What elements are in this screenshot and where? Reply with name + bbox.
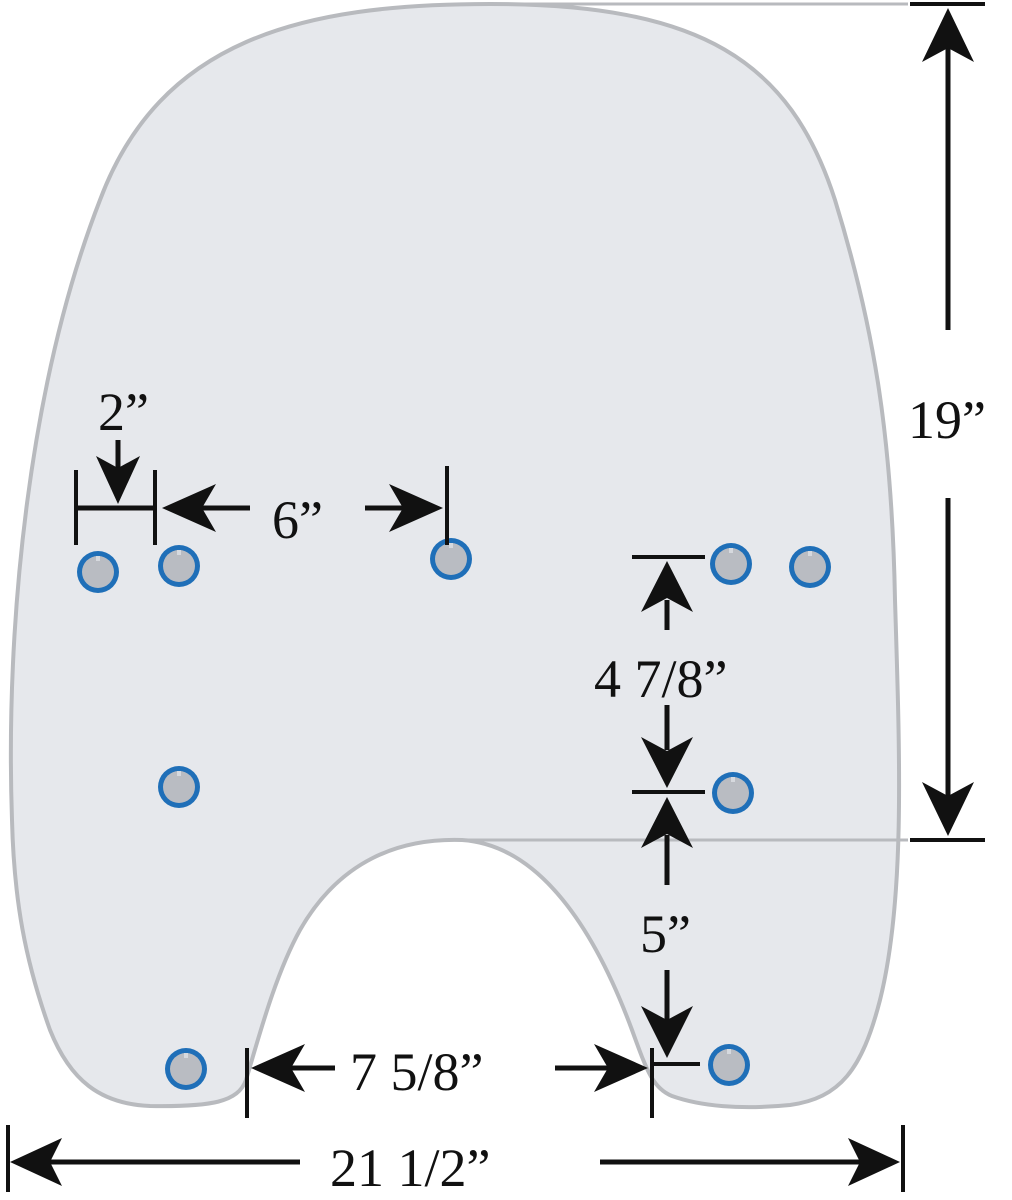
mounting-hole bbox=[708, 1044, 750, 1086]
notch-height-dimension: 5” bbox=[640, 797, 693, 1058]
right-hole-vertical-dimension: 4 7/8” bbox=[594, 555, 727, 794]
top-hole-offset-dimension: 2” bbox=[74, 382, 157, 545]
arrow-up-icon bbox=[641, 561, 693, 612]
mounting-hole bbox=[712, 772, 754, 814]
notch-width-label: 7 5/8” bbox=[350, 1042, 483, 1102]
mounting-hole bbox=[789, 546, 831, 588]
arrow-down-icon bbox=[641, 1006, 693, 1058]
height-dimension: 19” bbox=[908, 2, 986, 842]
arrow-down-icon bbox=[96, 456, 140, 504]
mounting-hole bbox=[158, 545, 200, 587]
arrow-up-icon bbox=[922, 8, 974, 62]
width-dimension: 21 1/2” bbox=[6, 1125, 905, 1198]
notch-height-label: 5” bbox=[640, 904, 691, 964]
height-label: 19” bbox=[908, 390, 986, 450]
arrow-up-icon bbox=[641, 797, 693, 848]
arrow-left-icon bbox=[162, 484, 216, 532]
arrow-right-icon bbox=[389, 484, 443, 532]
spacing-label: 6” bbox=[272, 490, 323, 550]
arrow-down-icon bbox=[641, 737, 693, 788]
arrow-right-icon bbox=[848, 1138, 900, 1186]
mounting-hole bbox=[158, 766, 200, 808]
mounting-hole bbox=[430, 538, 472, 580]
mounting-hole bbox=[710, 543, 752, 585]
offset-label: 2” bbox=[98, 382, 149, 442]
notch-width-dimension: 7 5/8” bbox=[245, 1042, 700, 1118]
top-hole-spacing-dimension: 6” bbox=[162, 466, 449, 550]
right-vertical-label: 4 7/8” bbox=[594, 649, 727, 709]
mounting-holes bbox=[77, 538, 831, 1090]
arrow-left-icon bbox=[10, 1138, 62, 1186]
mounting-hole bbox=[77, 551, 119, 593]
arrow-down-icon bbox=[922, 782, 974, 836]
arrow-left-icon bbox=[251, 1044, 305, 1092]
mounting-hole bbox=[165, 1048, 207, 1090]
width-label: 21 1/2” bbox=[330, 1138, 490, 1198]
arrow-right-icon bbox=[594, 1044, 648, 1092]
